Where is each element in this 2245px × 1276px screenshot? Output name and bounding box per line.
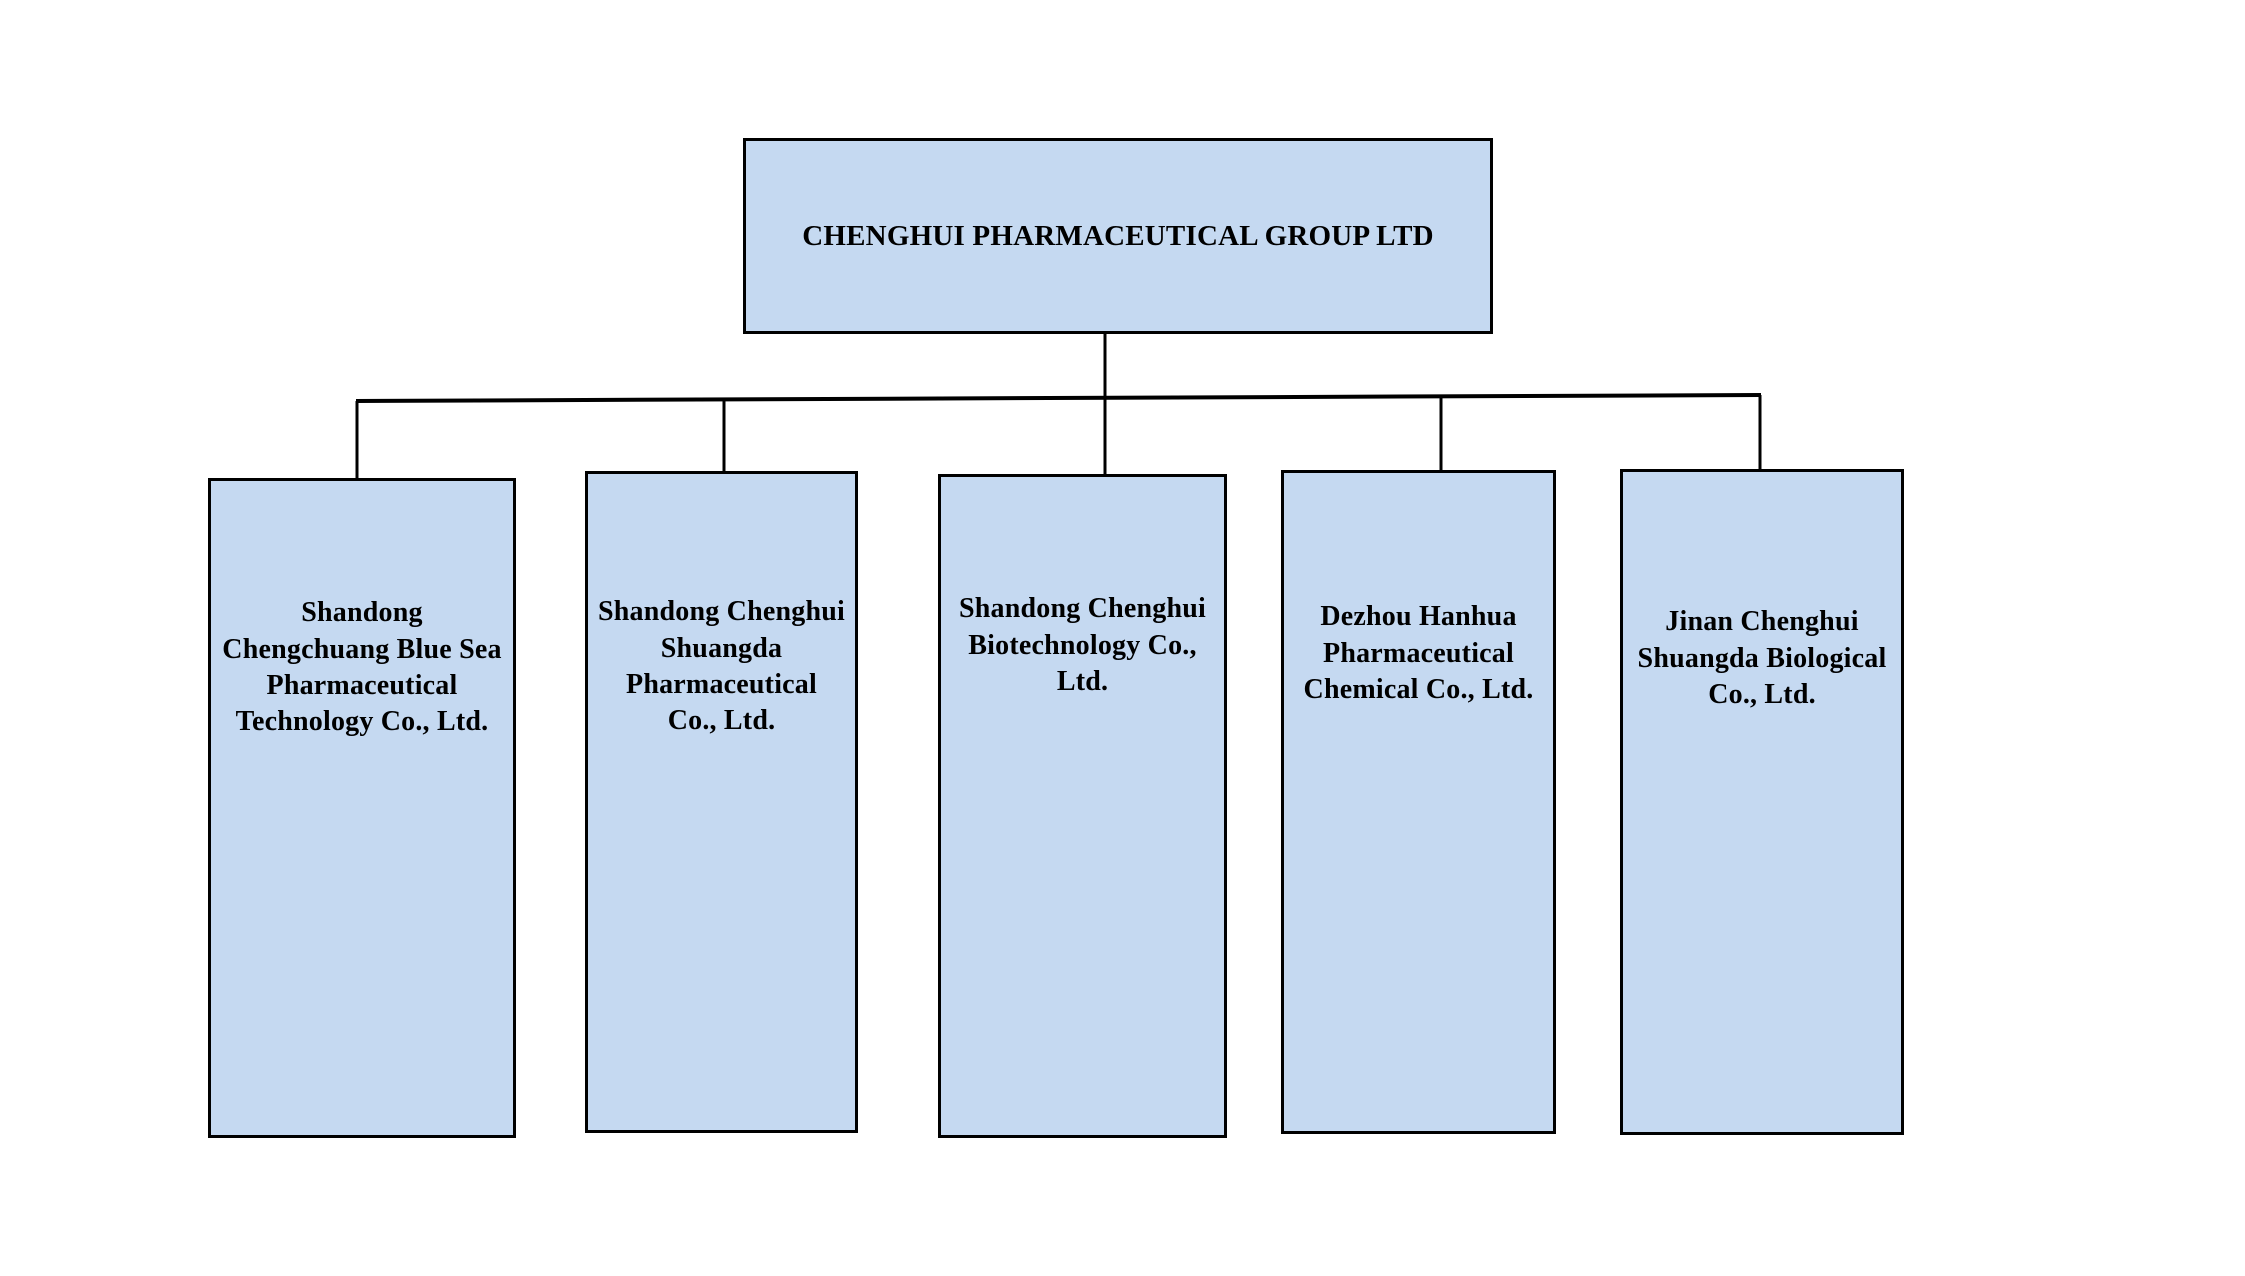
org-node-child-1[interactable]: Shandong Chenghui Shuangda Pharmaceutica… xyxy=(585,471,858,1133)
org-node-child-0[interactable]: Shandong Chengchuang Blue Sea Pharmaceut… xyxy=(208,478,516,1138)
org-node-child-0-label: Shandong Chengchuang Blue Sea Pharmaceut… xyxy=(222,597,502,738)
org-node-child-2-label: Shandong Chenghui Biotechnology Co., Ltd… xyxy=(959,593,1206,698)
org-node-child-3[interactable]: Dezhou Hanhua Pharmaceutical Chemical Co… xyxy=(1281,470,1556,1134)
org-node-child-4[interactable]: Jinan Chenghui Shuangda Biological Co., … xyxy=(1620,469,1904,1135)
org-node-child-1-label: Shandong Chenghui Shuangda Pharmaceutica… xyxy=(598,596,845,737)
connector-horizontal-bar xyxy=(355,393,1762,403)
org-node-root-label: CHENGHUI PHARMACEUTICAL GROUP LTD xyxy=(802,219,1434,252)
org-node-child-2[interactable]: Shandong Chenghui Biotechnology Co., Ltd… xyxy=(938,474,1227,1138)
org-node-child-4-label: Jinan Chenghui Shuangda Biological Co., … xyxy=(1637,606,1887,711)
org-node-root[interactable]: CHENGHUI PHARMACEUTICAL GROUP LTD xyxy=(743,138,1493,334)
org-node-child-3-label: Dezhou Hanhua Pharmaceutical Chemical Co… xyxy=(1303,601,1534,706)
